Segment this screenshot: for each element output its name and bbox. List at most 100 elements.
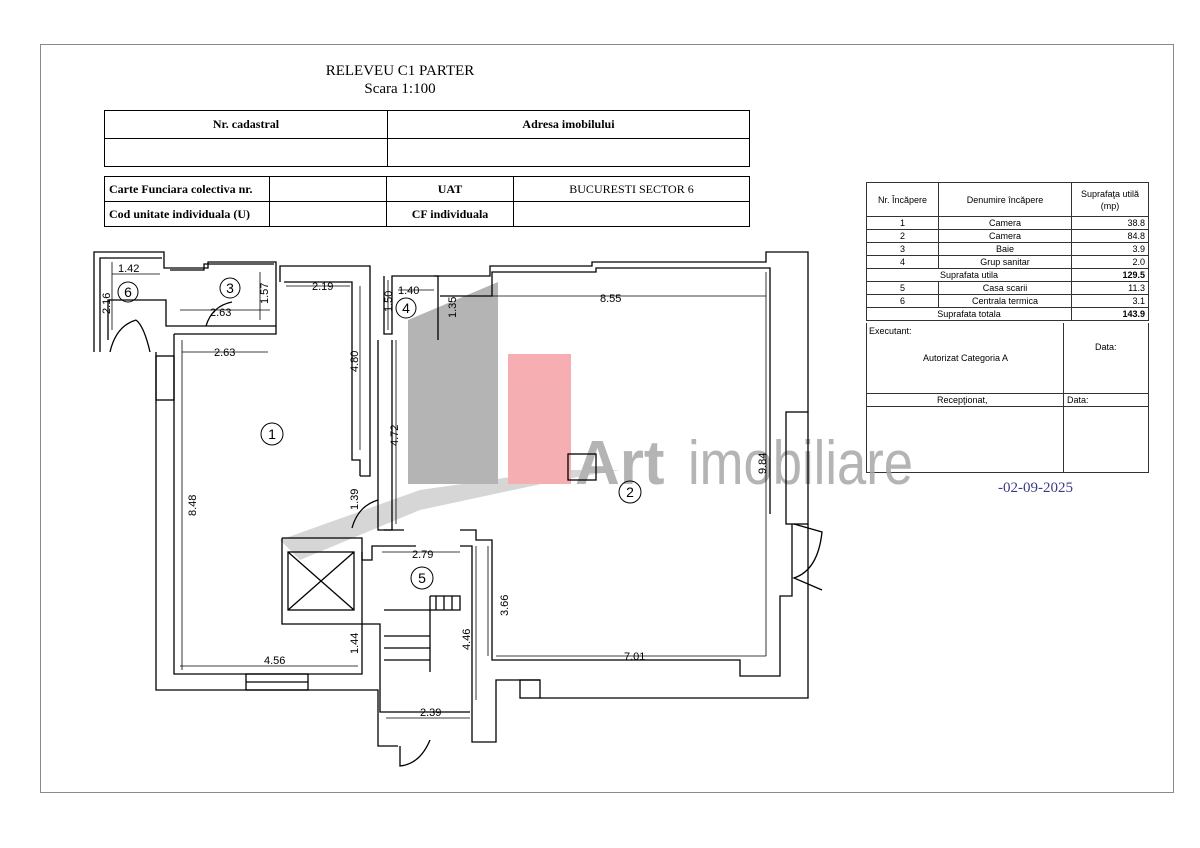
dim-label: 4.46 <box>461 629 473 650</box>
uat-value: BUCURESTI SECTOR 6 <box>513 176 750 202</box>
dim-label: 1.40 <box>398 285 419 297</box>
window <box>519 679 541 699</box>
room-marker <box>219 277 241 299</box>
room-number: 6 <box>124 284 132 300</box>
total-value: 143.9 <box>1071 307 1149 321</box>
adresa-label: Adresa imobilului <box>387 110 750 139</box>
dim-label: 2.39 <box>420 707 441 719</box>
rooms-area-table: Nr. Încăpere Denumire încăpere Suprafaţa… <box>866 182 1149 321</box>
data-label-1: Data: <box>1095 342 1117 352</box>
door <box>351 499 379 529</box>
room-number: 5 <box>418 570 426 586</box>
cf-uat-table: Carte Funciara colectiva nr. UAT BUCURES… <box>104 176 750 227</box>
wall <box>99 257 162 352</box>
room-marker <box>618 480 642 504</box>
wall <box>174 326 277 335</box>
wall <box>434 251 809 412</box>
dim-label: 4.80 <box>349 351 361 372</box>
signature-divider <box>867 393 1148 394</box>
box <box>567 453 597 481</box>
dimension-labels: 1.42 2.16 2.63 1.57 2.19 1.40 1.50 1.35 … <box>101 263 769 719</box>
window <box>155 355 175 401</box>
watermark-bar-gray <box>408 282 498 484</box>
wall <box>287 551 355 611</box>
door <box>399 739 431 767</box>
dim-label: 2.79 <box>412 549 433 561</box>
door <box>109 319 151 353</box>
dim-label: 1.35 <box>447 297 459 318</box>
window <box>785 411 809 525</box>
col-name-header: Denumire încăpere <box>938 182 1072 217</box>
dim-label: 2.63 <box>214 347 235 359</box>
cod-unitate-value <box>269 201 387 227</box>
col-area-header: Suprafaţa utilă (mp) <box>1071 182 1149 217</box>
adresa-value <box>387 138 750 167</box>
signature-block: Executant: Data: Autorizat Categoria A R… <box>866 323 1149 473</box>
door <box>792 523 823 591</box>
wall <box>281 538 470 713</box>
page-border <box>40 44 1174 793</box>
wall <box>460 545 540 743</box>
room-number: 3 <box>226 280 234 296</box>
dim-label: 4.72 <box>389 425 401 446</box>
wall <box>284 281 361 476</box>
dim-label: 4.56 <box>264 655 285 667</box>
room-marker <box>410 566 434 590</box>
executant-label: Executant: <box>869 326 912 336</box>
wall <box>279 265 371 477</box>
watermark-word-imobiliare: imobiliare <box>688 429 913 498</box>
dim-label: 9.84 <box>757 453 769 474</box>
title-line-1: RELEVEU C1 PARTER <box>325 63 475 79</box>
room-number: 2 <box>626 484 634 500</box>
dim-label: 2.16 <box>101 293 113 314</box>
dim-label: 1.57 <box>259 283 271 304</box>
drawing-title: RELEVEU C1 PARTER Scara 1:100 <box>300 62 500 98</box>
room-marker <box>260 422 284 446</box>
watermark-word-art: Art <box>575 429 665 498</box>
wall <box>383 275 439 340</box>
dim-label: 7.01 <box>624 651 645 663</box>
dim-label: 2.19 <box>312 281 333 293</box>
wall <box>287 551 355 611</box>
room-marker <box>117 281 139 303</box>
room-number: 4 <box>402 300 410 316</box>
dim-label: 8.55 <box>600 293 621 305</box>
col-nr-header: Nr. Încăpere <box>866 182 939 217</box>
cadastral-header-table: Nr. cadastral Adresa imobilului <box>104 110 750 167</box>
date-stamp: -02-09-2025 <box>998 480 1073 496</box>
wall <box>460 524 793 677</box>
dim-label: 1.42 <box>118 263 139 275</box>
watermark: Art imobiliare <box>280 282 913 560</box>
data-label-2: Data: <box>1067 395 1089 405</box>
room-numbers <box>117 277 642 590</box>
receptionat-label: Recepţionat, <box>937 395 988 405</box>
room-number-labels: 6 3 4 1 2 5 <box>124 280 634 586</box>
room-number: 1 <box>268 426 276 442</box>
watermark-bar-pink <box>508 354 571 484</box>
cod-unitate-label: Cod unitate individuala (U) <box>104 201 270 227</box>
room-marker <box>395 297 417 319</box>
dim-label: 2.63 <box>210 307 231 319</box>
dim-label: 1.50 <box>383 291 395 312</box>
cf-individuala-label: CF individuala <box>386 201 514 227</box>
wall <box>155 352 398 747</box>
dim-label: 1.39 <box>349 489 361 510</box>
total-label: Suprafata totala <box>866 307 1072 321</box>
autorizat-label: Autorizat Categoria A <box>923 353 1009 363</box>
signature-divider <box>1063 323 1064 472</box>
wall <box>540 524 809 699</box>
wall <box>282 537 416 561</box>
dim-label: 8.48 <box>187 495 199 516</box>
signature-divider <box>867 406 1148 407</box>
wall <box>384 595 461 611</box>
title-line-2: Scara 1:100 <box>364 81 436 97</box>
wall <box>170 263 274 271</box>
nr-cadastral-value <box>104 138 388 167</box>
dimension-lines <box>111 262 767 719</box>
